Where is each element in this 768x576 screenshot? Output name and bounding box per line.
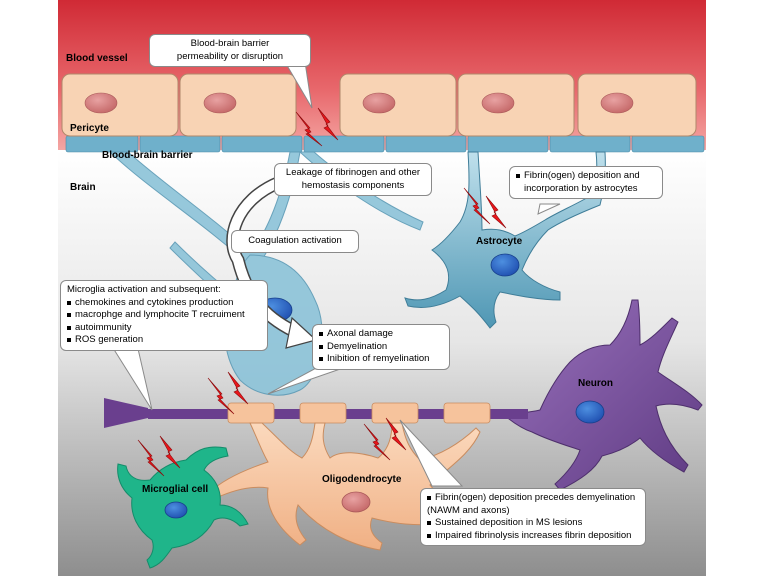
callout-line: Fibrin(ogen) deposition and xyxy=(524,170,640,181)
oligodendrocyte-label: Oligodendrocyte xyxy=(322,474,402,485)
lightning-icon xyxy=(207,377,235,415)
callout-line: (NAWM and axons) xyxy=(427,504,510,516)
myelin-sheaths xyxy=(227,402,491,424)
lightning-icon xyxy=(295,111,323,147)
callout-line: hemostasis components xyxy=(301,179,405,191)
callout-fibrin-ms: Fibrin(ogen) deposition precedes demyeli… xyxy=(420,488,646,546)
lightning-icon xyxy=(227,371,249,405)
callout-item: Demyelination xyxy=(319,341,443,354)
callout-item: chemokines and cytokines production xyxy=(67,297,261,310)
callout-item: Fibrin(ogen) deposition and xyxy=(516,170,656,183)
callout-item: ROS generation xyxy=(67,334,261,347)
callout-axonal: Axonal damage Demyelination Inibition of… xyxy=(312,324,450,370)
astrocyte[interactable] xyxy=(404,151,606,329)
lightning-bolts xyxy=(137,107,507,477)
callout-line: Leakage of fibrinogen and other xyxy=(285,167,421,178)
callout-tails xyxy=(107,61,561,487)
blood-vessel-label: Blood vessel xyxy=(66,53,128,64)
neuron-nucleus xyxy=(575,400,605,424)
lightning-icon xyxy=(159,435,181,469)
endothelial-nuclei xyxy=(84,92,634,114)
bbb-endfeet xyxy=(65,135,705,153)
neuron[interactable] xyxy=(502,299,703,491)
lightning-icon xyxy=(317,107,339,141)
callout-item: Fibrin(ogen) deposition precedes demyeli… xyxy=(427,492,639,505)
lightning-icon xyxy=(363,423,391,461)
callout-line: Blood-brain barrier xyxy=(190,38,270,49)
lightning-icon xyxy=(463,187,491,225)
callout-bbb-disruption: Blood-brain barrier permeability or disr… xyxy=(149,34,311,67)
callout-microglia: Microglia activation and subsequent: che… xyxy=(60,280,268,351)
microglial-nucleus xyxy=(164,501,188,519)
bbb-label: Blood-brain barrier xyxy=(102,150,193,161)
callout-line: Coagulation activation xyxy=(248,235,342,246)
callout-item: Axonal damage xyxy=(319,328,443,341)
lightning-icon xyxy=(137,439,165,477)
lightning-icon xyxy=(485,195,507,229)
endothelial-cells xyxy=(61,73,697,137)
callout-leakage: Leakage of fibrinogen and other hemostas… xyxy=(274,163,432,196)
astrocyte-nucleus xyxy=(490,253,520,277)
brain-label: Brain xyxy=(70,182,96,193)
callout-astro-fibrin: Fibrin(ogen) deposition and incorporatio… xyxy=(509,166,663,199)
callout-item: macrophge and lymphocite T recruiment xyxy=(67,309,261,322)
astrocyte-label: Astrocyte xyxy=(476,236,523,247)
pericyte-label: Pericyte xyxy=(70,123,109,134)
process-arrow xyxy=(226,175,318,349)
callout-item: Impaired fibrinolysis increases fibrin d… xyxy=(427,530,639,543)
callout-line: incorporation by astrocytes xyxy=(524,182,638,194)
microglial-label: Microglial cell xyxy=(142,484,209,495)
oligodendrocyte-nucleus xyxy=(341,491,371,513)
neuron-label: Neuron xyxy=(578,378,613,389)
callout-item: Inibition of remyelination xyxy=(319,353,443,366)
callout-item: Sustained deposition in MS lesions xyxy=(427,517,639,530)
lightning-icon xyxy=(385,417,407,451)
callout-coagulation: Coagulation activation xyxy=(231,230,359,253)
callout-line: permeability or disruption xyxy=(176,50,284,62)
callout-item: autoimmunity xyxy=(67,322,261,335)
callout-title: Microglia activation and subsequent: xyxy=(67,284,221,295)
